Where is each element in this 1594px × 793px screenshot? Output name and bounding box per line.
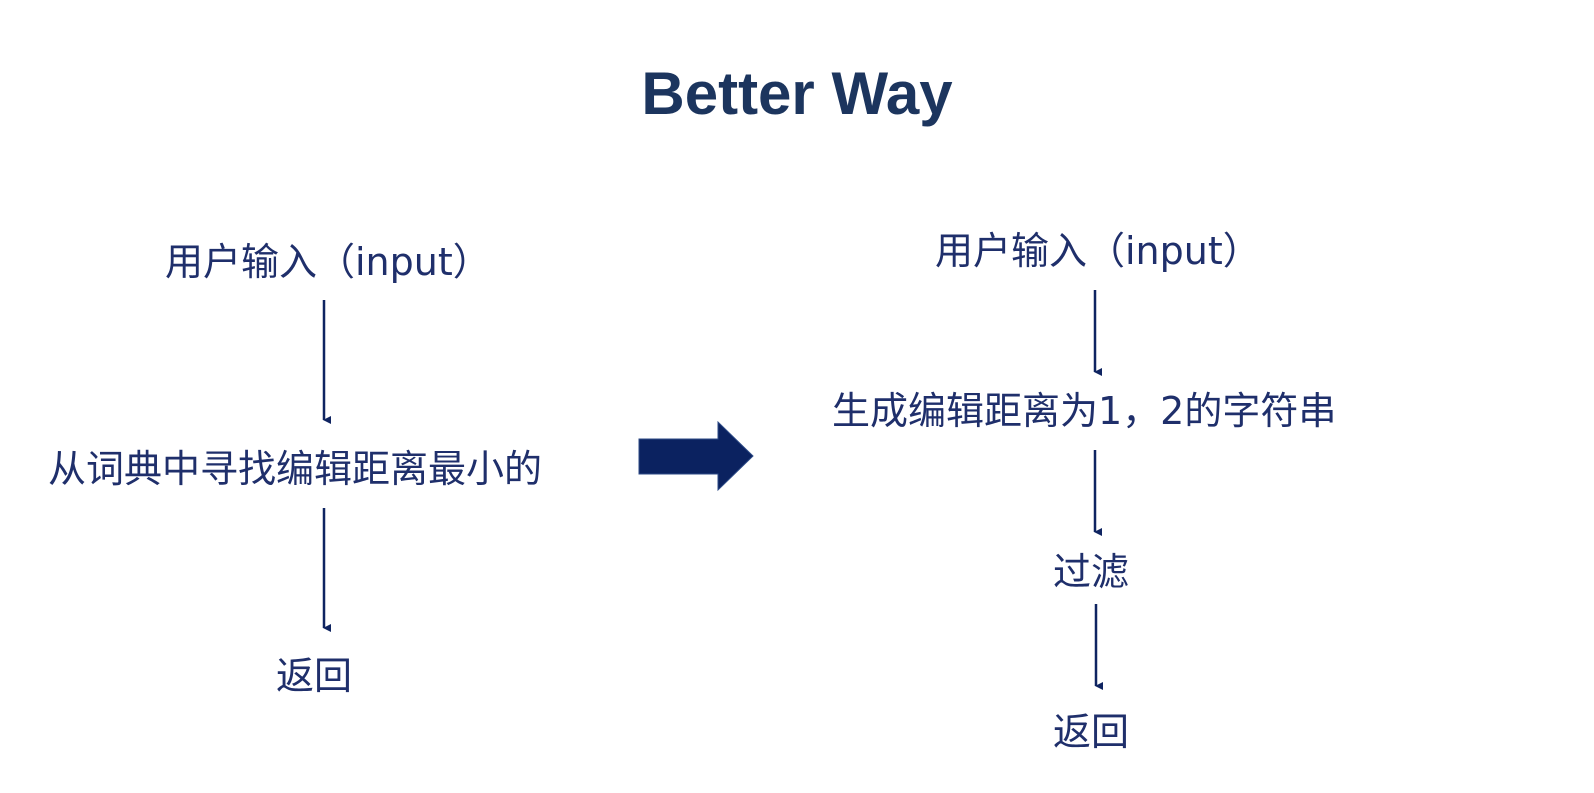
slide-title: Better Way — [641, 60, 953, 127]
left-step-user-input: 用户输入（input） — [165, 240, 491, 284]
right-step-user-input: 用户输入（input） — [935, 229, 1261, 273]
left-step-dictionary-search: 从词典中寻找编辑距离最小的 — [48, 447, 543, 491]
right-step-filter: 过滤 — [1053, 550, 1130, 594]
transition-arrow-icon — [638, 420, 754, 492]
left-step-return: 返回 — [276, 654, 353, 698]
right-step-generate-candidates: 生成编辑距离为1，2的字符串 — [832, 389, 1337, 433]
right-step-return: 返回 — [1053, 710, 1130, 754]
